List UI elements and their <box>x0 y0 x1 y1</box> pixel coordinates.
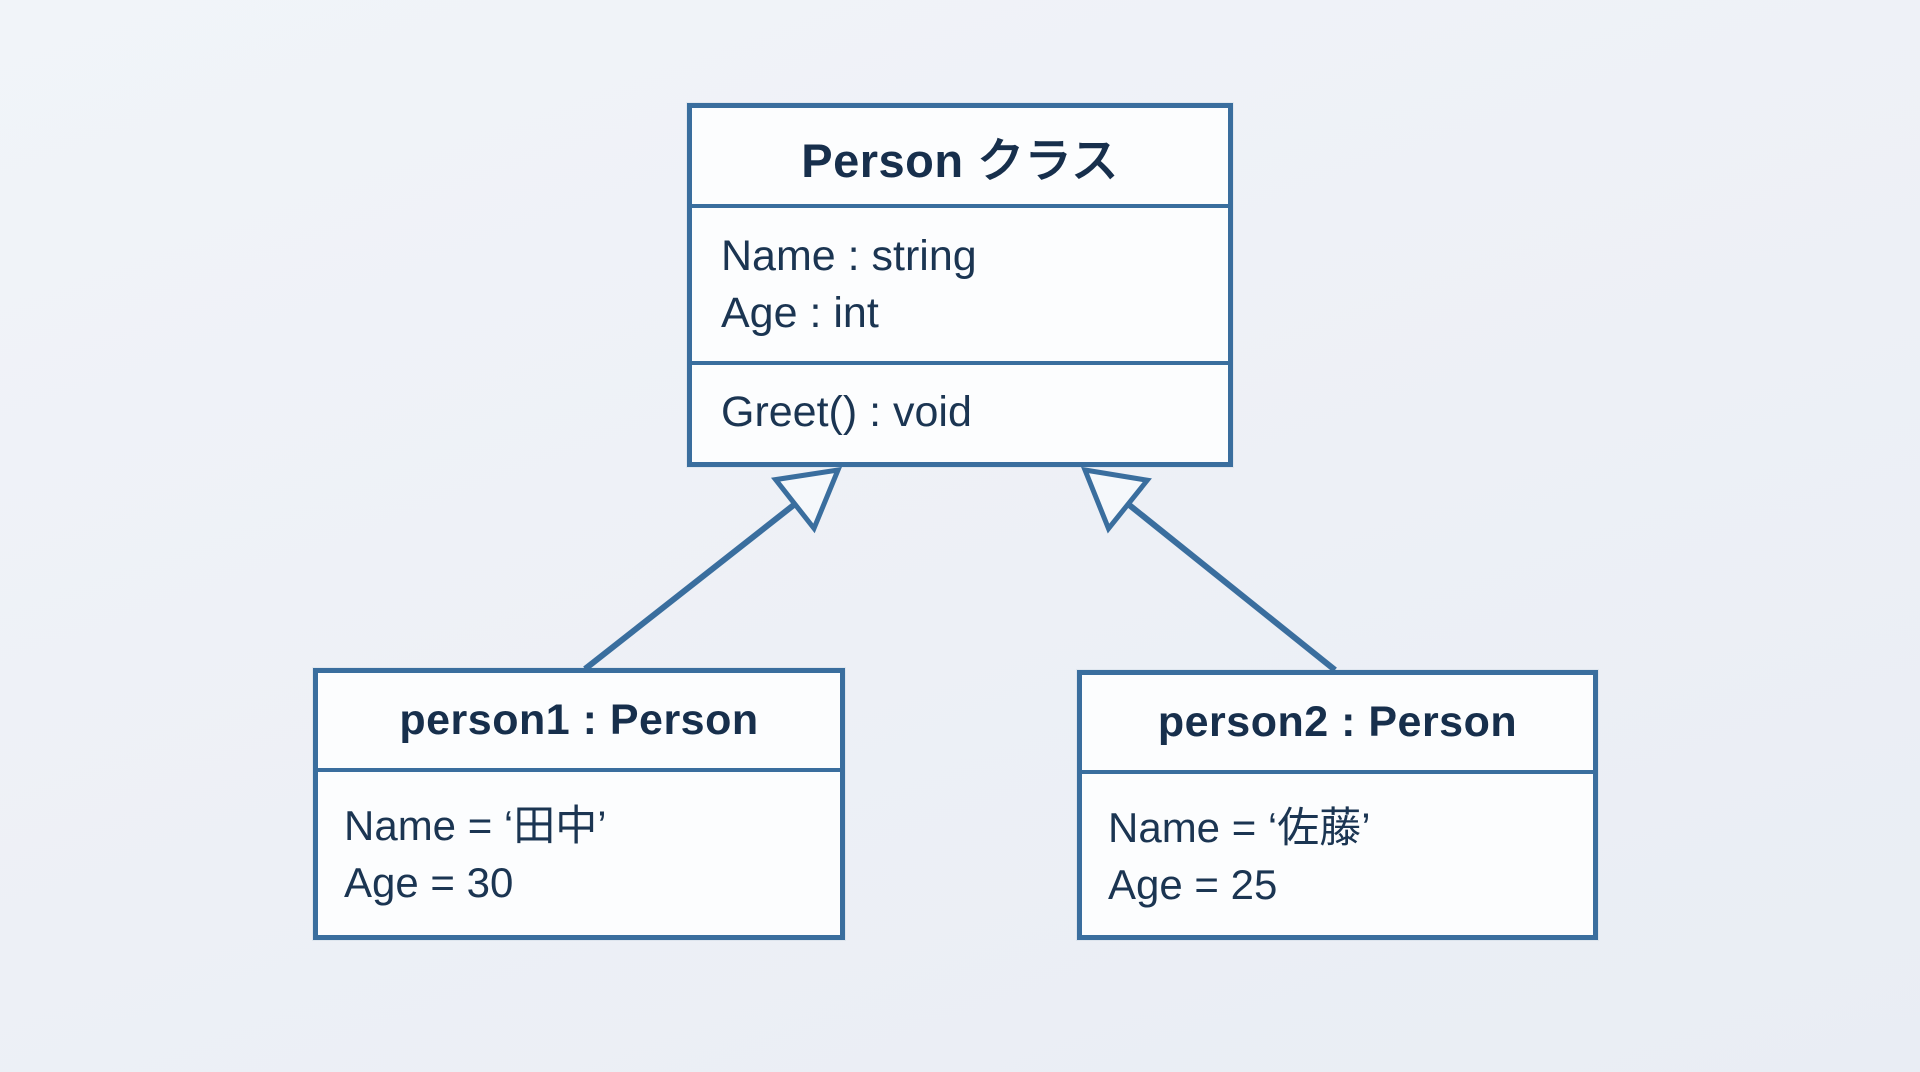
class-attributes-compartment: Name : string Age : int <box>692 208 1228 365</box>
attribute-line: Name : string <box>721 231 977 280</box>
open-triangle-arrowhead-icon <box>1081 466 1152 534</box>
method-line: Greet() : void <box>721 387 972 436</box>
open-triangle-arrowhead-icon <box>770 466 842 534</box>
class-title: Person クラス <box>692 108 1228 208</box>
instance-fields-compartment: Name = ‘田中’ Age = 30 <box>318 772 840 936</box>
instance-title: person2 : Person <box>1082 675 1593 774</box>
class-box-person: Person クラス Name : string Age : int Greet… <box>687 103 1233 467</box>
field-line: Age = 30 <box>344 859 514 906</box>
field-line: Name = ‘田中’ <box>344 802 607 849</box>
class-methods-compartment: Greet() : void <box>692 365 1228 459</box>
generalization-arrow-right <box>1081 466 1337 673</box>
generalization-arrow-left <box>583 466 842 672</box>
instance-box-person1: person1 : Person Name = ‘田中’ Age = 30 <box>313 668 845 940</box>
attribute-line: Age : int <box>721 288 879 337</box>
field-line: Age = 25 <box>1108 861 1278 908</box>
instance-title: person1 : Person <box>318 673 840 772</box>
field-line: Name = ‘佐藤’ <box>1108 804 1371 851</box>
instance-fields-compartment: Name = ‘佐藤’ Age = 25 <box>1082 774 1593 938</box>
instance-box-person2: person2 : Person Name = ‘佐藤’ Age = 25 <box>1077 670 1598 940</box>
